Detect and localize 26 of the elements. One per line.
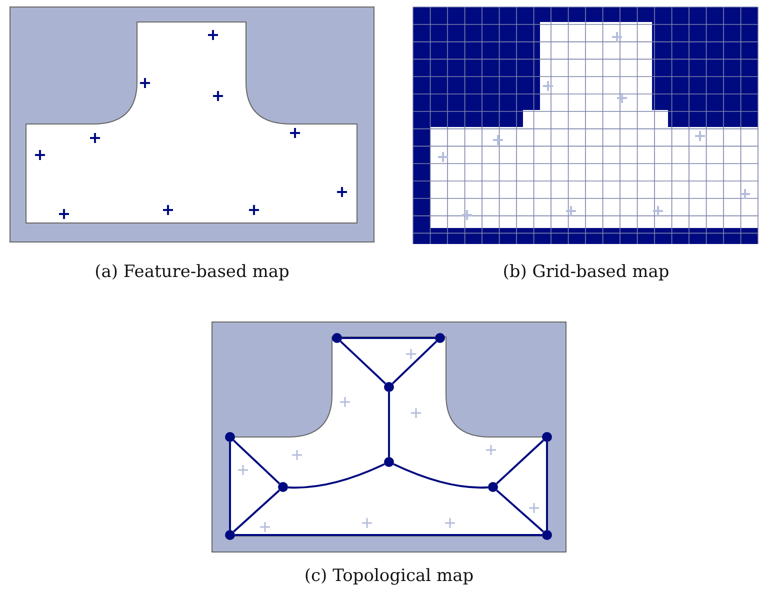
graph-node (488, 482, 498, 492)
graph-edge (288, 463, 385, 489)
graph-node (435, 333, 445, 343)
figure-caption: (b) Grid-based map (502, 262, 670, 282)
graph-node (384, 457, 394, 467)
graph-edge (496, 440, 544, 484)
graph-edge (232, 440, 280, 484)
graph-edge (392, 340, 438, 384)
graph-edge (233, 490, 280, 532)
graph-node (278, 482, 288, 492)
graph-edge (340, 340, 386, 384)
graph-edge (342, 337, 435, 339)
graph-edge (496, 490, 544, 532)
graph-node (384, 382, 394, 392)
graph-edge (229, 442, 231, 530)
figure-caption: (a) Feature-based map (94, 262, 290, 282)
graph-node (225, 432, 235, 442)
graph-node (542, 530, 552, 540)
figure-caption: (c) Topological map (304, 566, 474, 586)
graph-edge (235, 534, 542, 536)
graph-node (542, 432, 552, 442)
graph-edge (388, 392, 390, 457)
graph-node (225, 530, 235, 540)
graph-edge (393, 463, 488, 489)
graph-edge (546, 442, 548, 530)
graph-node (332, 333, 342, 343)
